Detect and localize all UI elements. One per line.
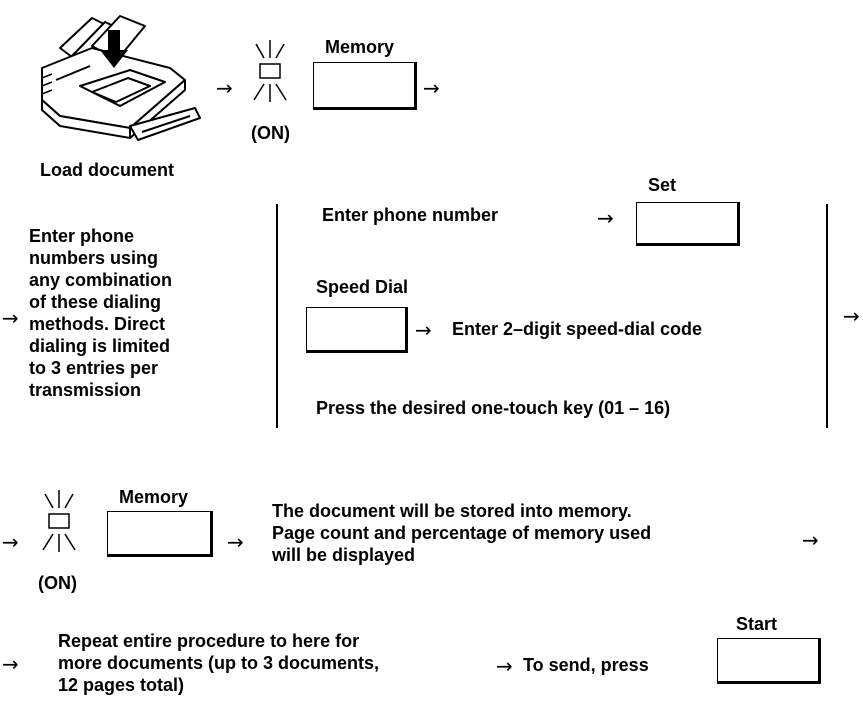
memory-key-2[interactable]	[107, 511, 213, 557]
arrow-1: →	[216, 76, 233, 100]
lamp-blinking-icon	[42, 490, 76, 552]
enter-phone-text: Enter phone number	[322, 205, 499, 225]
memory-key-label-2: Memory	[119, 487, 189, 507]
arrow-4: →	[597, 206, 614, 230]
one-touch-text: Press the desired one-touch key (01 – 16…	[316, 398, 671, 418]
bracket-left	[276, 204, 278, 428]
start-key-label: Start	[736, 614, 778, 634]
arrow-3: →	[2, 306, 19, 330]
intro-text: Enter phone numbers using any combinatio…	[29, 226, 173, 400]
repeat-text: Repeat entire procedure to here for more…	[58, 631, 380, 695]
speed-dial-key[interactable]	[306, 307, 408, 353]
memory-key-label-1: Memory	[325, 37, 395, 57]
arrow-9: →	[802, 528, 819, 552]
memory-key-1[interactable]	[313, 62, 417, 110]
stored-text: The document will be stored into memory.…	[272, 501, 652, 565]
load-document-label: Load document	[40, 160, 174, 180]
bracket-right	[826, 204, 828, 428]
set-key[interactable]	[636, 202, 740, 246]
on-label-2: (ON)	[38, 573, 77, 593]
arrow-10: →	[2, 652, 19, 676]
set-key-label: Set	[648, 175, 677, 195]
start-key[interactable]	[717, 638, 821, 684]
fax-machine-icon	[41, 15, 201, 141]
on-label-1: (ON)	[251, 123, 290, 143]
arrow-2: →	[423, 76, 440, 100]
speed-dial-code-text: Enter 2–digit speed-dial code	[452, 319, 703, 339]
arrow-8: →	[227, 530, 244, 554]
send-text: To send, press	[523, 655, 649, 675]
speed-dial-label: Speed Dial	[316, 277, 409, 297]
arrow-11: →	[496, 654, 513, 678]
lamp-blinking-icon	[253, 40, 287, 102]
arrow-5: →	[415, 318, 432, 342]
arrow-7: →	[2, 530, 19, 554]
arrow-6: →	[843, 304, 860, 328]
